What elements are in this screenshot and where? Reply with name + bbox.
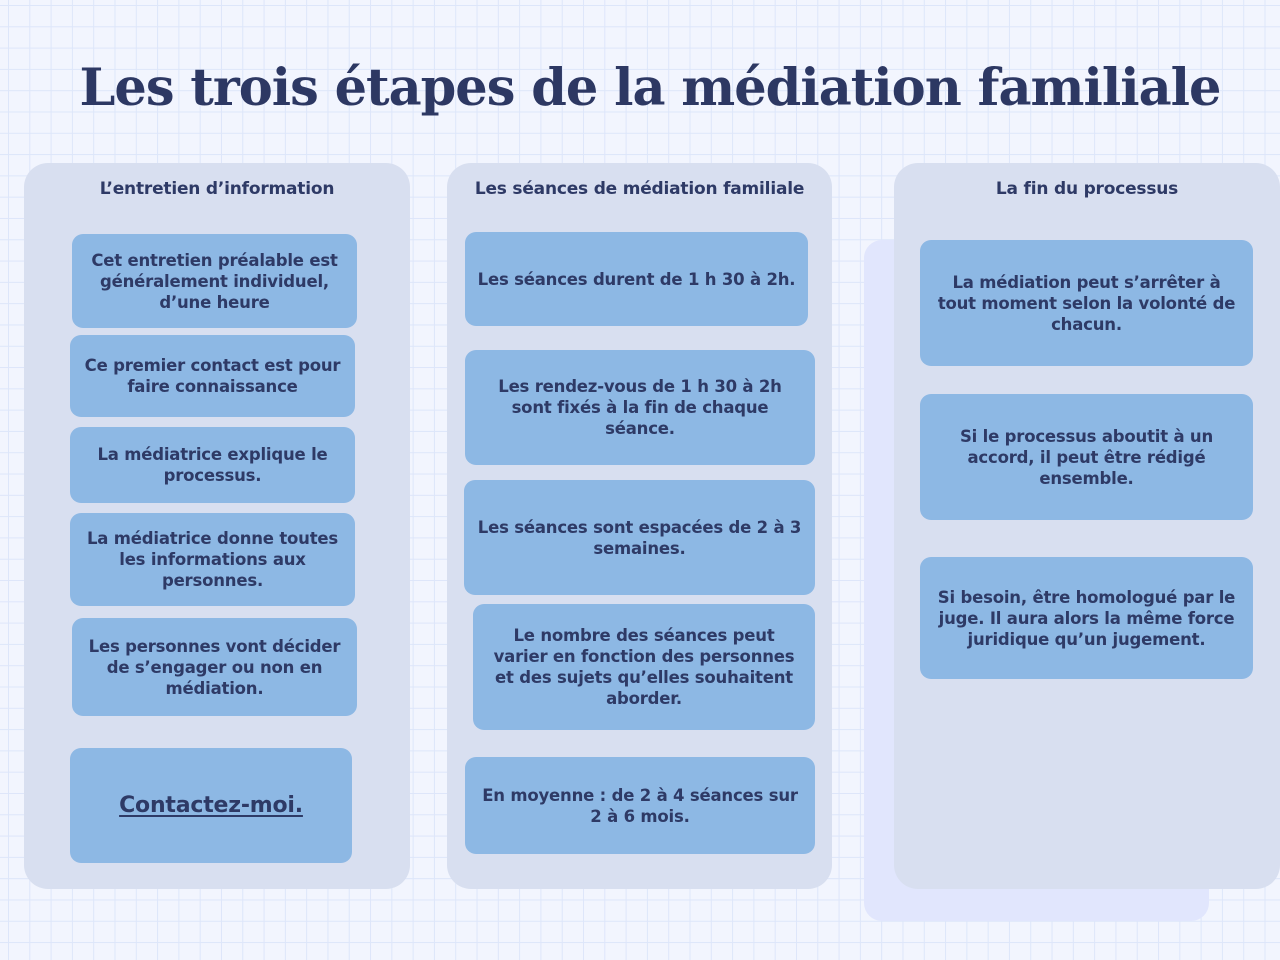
column-title: L’entretien d’information [99,179,335,199]
step-card: Si besoin, être homologué par le juge. I… [920,557,1253,679]
column-fin-processus: La fin du processus La médiation peut s’… [894,163,1280,889]
step-card: La médiation peut s’arrêter à tout momen… [920,240,1253,366]
card-text: La médiatrice explique le processus. [97,445,328,485]
step-card: En moyenne : de 2 à 4 séances sur 2 à 6 … [465,757,815,854]
step-card: Si le processus aboutit à un accord, il … [920,394,1253,520]
step-card: Les séances sont espacées de 2 à 3 semai… [464,480,815,595]
card-text: La médiation peut s’arrêter à tout momen… [937,272,1236,334]
step-card: Les séances durent de 1 h 30 à 2h. [465,232,808,326]
card-text: Les séances durent de 1 h 30 à 2h. [477,269,796,289]
card-text: Cet entretien préalable est généralement… [91,250,338,312]
page-title: Les trois étapes de la médiation familia… [79,58,1222,118]
card-text: Les personnes vont décider de s’engager … [88,636,341,698]
card-text: Si besoin, être homologué par le juge. I… [937,587,1236,649]
step-card: La médiatrice donne toutes les informati… [70,513,355,606]
card-text: Ce premier contact est pour faire connai… [84,356,341,396]
column-seances-mediation: Les séances de médiation familiale Les s… [447,163,832,889]
column-title: La fin du processus [995,179,1179,199]
column-entretien-information: L’entretien d’information Cet entretien … [24,163,410,889]
step-card: Les personnes vont décider de s’engager … [72,618,357,716]
card-text: Les séances sont espacées de 2 à 3 semai… [477,517,802,558]
card-text: Le nombre des séances peut varier en fon… [493,626,795,708]
step-card: La médiatrice explique le processus. [70,427,355,503]
step-card: Le nombre des séances peut varier en fon… [473,604,815,730]
card-text: Les rendez-vous de 1 h 30 à 2h sont fixé… [498,377,782,438]
column-title: Les séances de médiation familiale [474,179,805,199]
card-text: En moyenne : de 2 à 4 séances sur 2 à 6 … [482,785,798,826]
contact-link[interactable]: Contactez-moi. [119,793,303,818]
card-text: La médiatrice donne toutes les informati… [86,529,339,590]
step-card: Les rendez-vous de 1 h 30 à 2h sont fixé… [465,350,815,465]
card-text: Si le processus aboutit à un accord, il … [959,426,1214,488]
step-card: Ce premier contact est pour faire connai… [70,335,355,417]
contact-card: Contactez-moi. [70,748,352,863]
step-card: Cet entretien préalable est généralement… [72,234,357,328]
